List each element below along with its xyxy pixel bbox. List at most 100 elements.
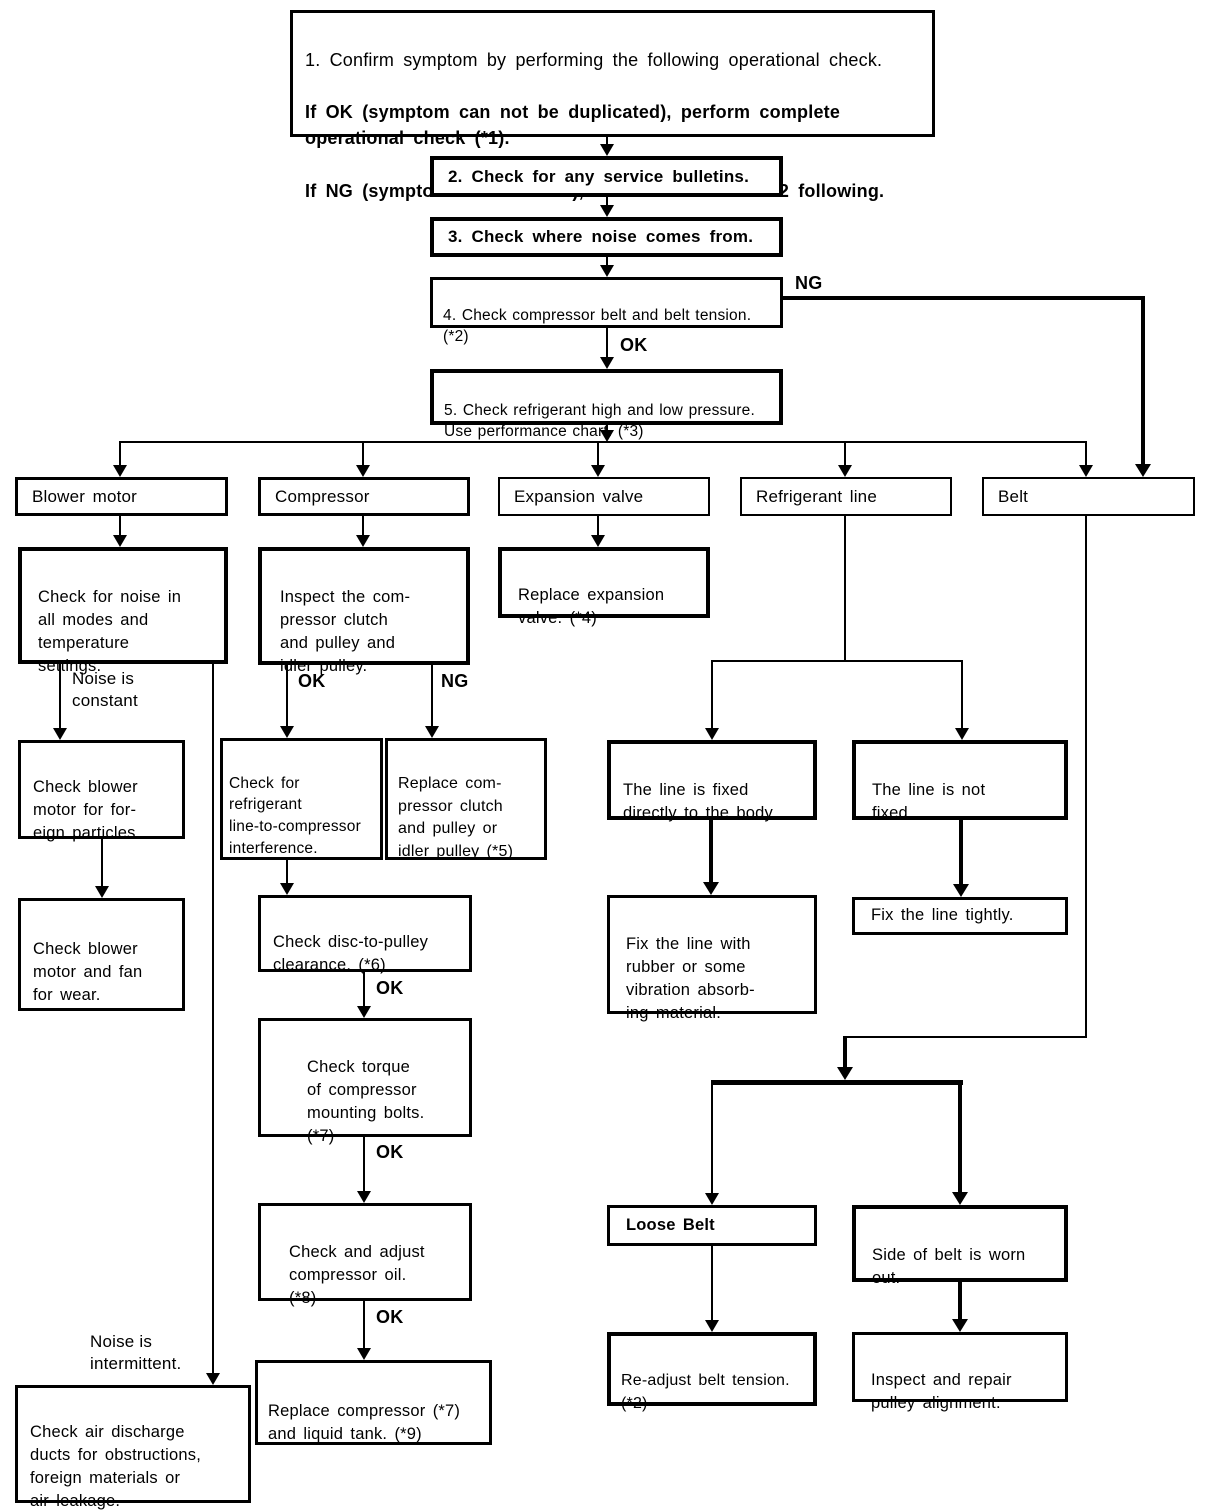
compressor-torque-box: Check torque of compressor mounting bolt… xyxy=(258,1018,472,1145)
compressor-disc-clearance-text: Check disc-to-pulley clearance. (*6) xyxy=(273,933,429,975)
connector-foreign-fanwear xyxy=(101,839,103,886)
compressor-replace-clutch-text: Replace com- pressor clutch and pulley o… xyxy=(398,775,514,860)
connector-step4-step5 xyxy=(606,328,608,357)
arrowhead-refrigerant-right xyxy=(955,728,969,740)
step-2-text: 2. Check for any service bulletins. xyxy=(448,166,750,186)
step-1-text-normal: 1. Confirm symptom by performing the fol… xyxy=(305,50,883,71)
compressor-disc-clearance-box: Check disc-to-pulley clearance. (*6) xyxy=(258,895,472,975)
arrowhead-ng-to-belt xyxy=(1135,464,1151,477)
category-compressor-box: Compressor xyxy=(258,477,470,516)
label-ok-oil: OK xyxy=(376,1307,404,1327)
connector-step5-distribution xyxy=(606,425,608,431)
label-compressor-ng: NG xyxy=(441,671,469,691)
category-belt-label: Belt xyxy=(998,486,1029,506)
belt-pulley-text: Inspect and repair pulley alignment. xyxy=(871,1371,1012,1413)
step-1-text-bold-ok: If OK (symptom can not be duplicated), p… xyxy=(305,102,841,149)
arrowhead-step4-step5 xyxy=(600,357,614,369)
arrowhead-blower-header-check xyxy=(113,535,127,547)
connector-disc-torque xyxy=(363,972,365,1006)
category-blower-motor-label: Blower motor xyxy=(32,486,138,506)
connector-belt-elbow-drop xyxy=(843,1036,847,1068)
arrowhead-drop-belt xyxy=(1079,465,1093,477)
compressor-interference-text: Check for refrigerant line-to-compressor… xyxy=(229,774,361,857)
belt-split-bar xyxy=(711,1080,963,1085)
arrowhead-drop-refrigerant xyxy=(838,465,852,477)
category-compressor-label: Compressor xyxy=(275,486,370,506)
connector-belt-down xyxy=(1085,516,1087,1038)
expansion-replace-valve-box: Replace expansion valve. (*4) xyxy=(498,547,710,627)
connector-noise-intermittent xyxy=(212,664,214,1373)
blower-fan-wear-text: Check blower motor and fan for wear. xyxy=(33,940,143,1005)
refrigerant-split-line xyxy=(711,660,963,662)
category-expansion-valve-label: Expansion valve xyxy=(514,486,644,506)
arrowhead-drop-compressor xyxy=(356,465,370,477)
refrigerant-fix-rubber-text: Fix the line with rubber or some vibrati… xyxy=(626,935,755,1023)
step-1-box: 1. Confirm symptom by performing the fol… xyxy=(290,10,935,201)
refrigerant-fix-tightly-text: Fix the line tightly. xyxy=(871,906,1014,925)
connector-compressor-ng xyxy=(431,665,433,726)
compressor-replace-text: Replace compressor (*7) and liquid tank.… xyxy=(268,1402,461,1444)
label-ok-torque: OK xyxy=(376,1142,404,1162)
step-4-text: 4. Check compressor belt and belt tensio… xyxy=(443,306,752,346)
refrigerant-fix-tightly-box: Fix the line tightly. xyxy=(852,897,1068,935)
belt-loose-text: Loose Belt xyxy=(626,1215,715,1234)
label-ok-disc: OK xyxy=(376,978,404,998)
connector-oil-replace xyxy=(363,1301,365,1348)
connector-notfixed-tightly xyxy=(959,820,963,884)
arrowhead-fixedbody-rubber xyxy=(703,882,719,895)
blower-foreign-particles-text: Check blower motor for for- eign particl… xyxy=(33,778,141,843)
belt-readjust-box: Re-adjust belt tension. (*2) xyxy=(607,1332,817,1412)
connector-compressor-ok xyxy=(286,665,288,726)
label-ng-step4: NG xyxy=(795,273,823,293)
arrowhead-drop-expansion xyxy=(591,465,605,477)
compressor-replace-clutch-box: Replace com- pressor clutch and pulley o… xyxy=(385,738,547,860)
compressor-replace-box: Replace compressor (*7) and liquid tank.… xyxy=(255,1360,492,1445)
connector-step2-step3 xyxy=(606,197,608,207)
drop-blower xyxy=(119,443,121,466)
refrigerant-not-fixed-box: The line is not fixed. xyxy=(852,740,1068,822)
compressor-inspect-box: Inspect the com- pressor clutch and pull… xyxy=(258,547,470,675)
connector-loose-readjust xyxy=(711,1246,713,1320)
connector-worn-pulley xyxy=(958,1282,962,1319)
blower-fan-wear-box: Check blower motor and fan for wear. xyxy=(18,898,185,1011)
arrowhead-drop-blower xyxy=(113,465,127,477)
connector-refrigerant-left xyxy=(711,660,713,728)
connector-step1-step2 xyxy=(606,137,608,146)
arrowhead-expansion-header-replace xyxy=(591,535,605,547)
blower-check-noise-text: Check for noise in all modes and tempera… xyxy=(38,588,182,676)
connector-expansion-header-replace xyxy=(597,516,599,536)
refrigerant-fixed-body-box: The line is fixed directly to the body. xyxy=(607,740,817,822)
ng-connector-vertical xyxy=(1141,296,1145,464)
label-noise-constant: Noise is constant xyxy=(72,669,138,711)
label-ok-step4: OK xyxy=(620,335,648,355)
connector-belt-split-left xyxy=(711,1085,713,1193)
arrowhead-compressor-header-inspect xyxy=(356,535,370,547)
connector-interference-disc xyxy=(286,860,288,883)
arrowhead-belt-split-left xyxy=(705,1193,719,1205)
compressor-torque-text: Check torque of compressor mounting bolt… xyxy=(307,1058,425,1146)
belt-elbow-line xyxy=(845,1036,1087,1038)
compressor-inspect-text: Inspect the com- pressor clutch and pull… xyxy=(280,588,411,676)
connector-step3-step4 xyxy=(606,257,608,267)
connector-belt-split-right xyxy=(958,1085,962,1192)
arrowhead-disc-torque xyxy=(357,1006,371,1018)
arrowhead-belt-elbow-drop xyxy=(837,1067,853,1080)
step-3-box: 3. Check where noise comes from. xyxy=(430,217,783,257)
arrowhead-noise-constant xyxy=(53,728,67,740)
compressor-interference-box: Check for refrigerant line-to-compressor… xyxy=(220,738,383,860)
belt-worn-text: Side of belt is worn out. xyxy=(872,1246,1026,1288)
belt-readjust-text: Re-adjust belt tension. (*2) xyxy=(621,1372,790,1412)
blower-air-ducts-box: Check air discharge ducts for obstructio… xyxy=(15,1385,251,1510)
category-expansion-valve-box: Expansion valve xyxy=(498,477,710,516)
drop-belt xyxy=(1085,443,1087,466)
step-3-text: 3. Check where noise comes from. xyxy=(448,227,754,247)
arrowhead-step5-distribution xyxy=(600,430,614,442)
connector-torque-oil xyxy=(363,1137,365,1191)
arrowhead-loose-readjust xyxy=(705,1320,719,1332)
step-5-box: 5. Check refrigerant high and low pressu… xyxy=(430,369,783,440)
arrowhead-step1-step2 xyxy=(600,144,614,156)
label-compressor-ok: OK xyxy=(298,671,326,691)
ng-connector-horizontal xyxy=(783,296,1145,300)
arrowhead-step2-step3 xyxy=(600,205,614,217)
